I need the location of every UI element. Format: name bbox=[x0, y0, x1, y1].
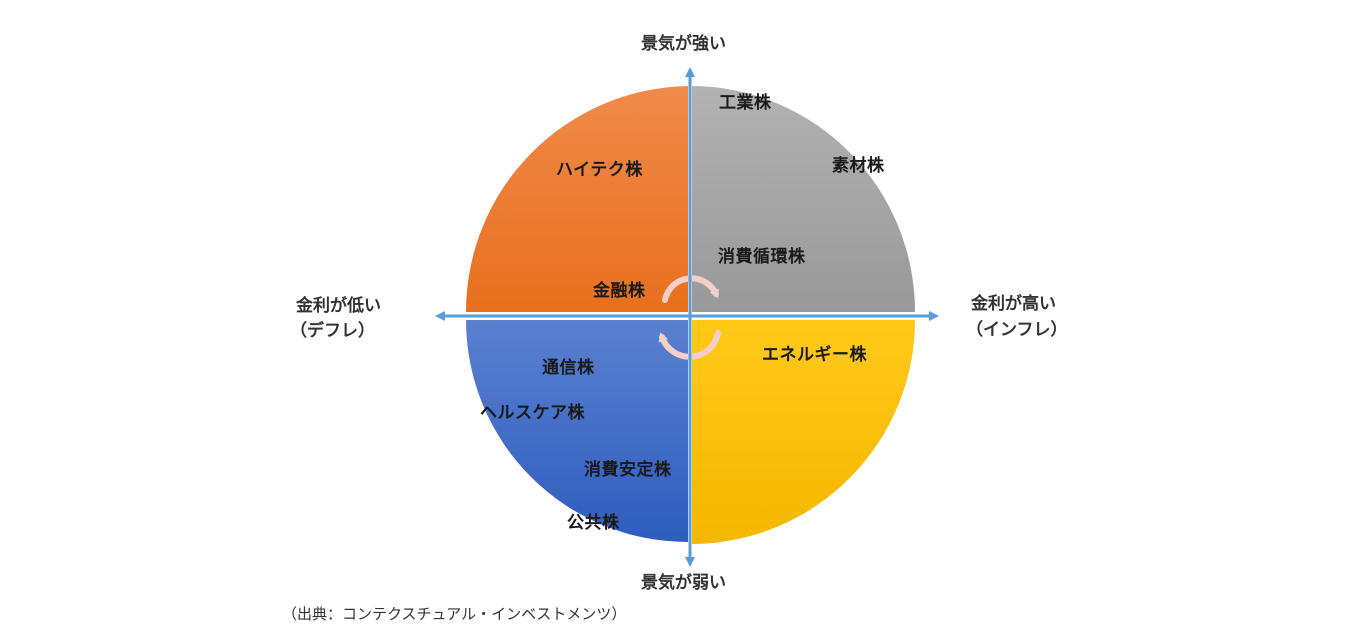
sector-label-energy: エネルギー株 bbox=[762, 345, 867, 365]
source-citation: （出典：コンテクスチュアル・インベストメンツ） bbox=[282, 605, 627, 623]
axis-label-right-line2: （インフレ） bbox=[966, 320, 1068, 340]
sector-label-consumer-staples: 消費安定株 bbox=[584, 460, 672, 480]
sector-label-healthcare: ヘルスケア株 bbox=[480, 403, 585, 423]
sector-label-utilities: 公共株 bbox=[567, 513, 620, 533]
quadrant-top-right bbox=[692, 86, 915, 312]
axis-label-bottom: 景気が弱い bbox=[641, 573, 726, 593]
axis-label-right-line1: 金利が高い bbox=[971, 294, 1056, 314]
quadrant-bottom-right bbox=[692, 320, 915, 544]
axis-label-left-line2: （デフレ） bbox=[290, 321, 375, 341]
sector-label-consumer-cyclical: 消費循環株 bbox=[718, 247, 806, 267]
cycle-arrow-bottom-icon bbox=[658, 330, 721, 360]
sector-label-industrials: 工業株 bbox=[719, 93, 772, 113]
sector-label-materials: 素材株 bbox=[832, 156, 885, 176]
quadrant-bottom-left bbox=[466, 320, 688, 542]
sector-label-telecom: 通信株 bbox=[542, 358, 595, 378]
sector-label-hightech: ハイテク株 bbox=[556, 160, 643, 180]
cycle-arrow-top-icon bbox=[662, 275, 719, 303]
quadrant-top-left bbox=[465, 86, 688, 312]
sector-label-financials: 金融株 bbox=[593, 281, 646, 301]
axis-label-top: 景気が強い bbox=[641, 34, 726, 54]
axis-label-left-line1: 金利が低い bbox=[296, 296, 381, 316]
